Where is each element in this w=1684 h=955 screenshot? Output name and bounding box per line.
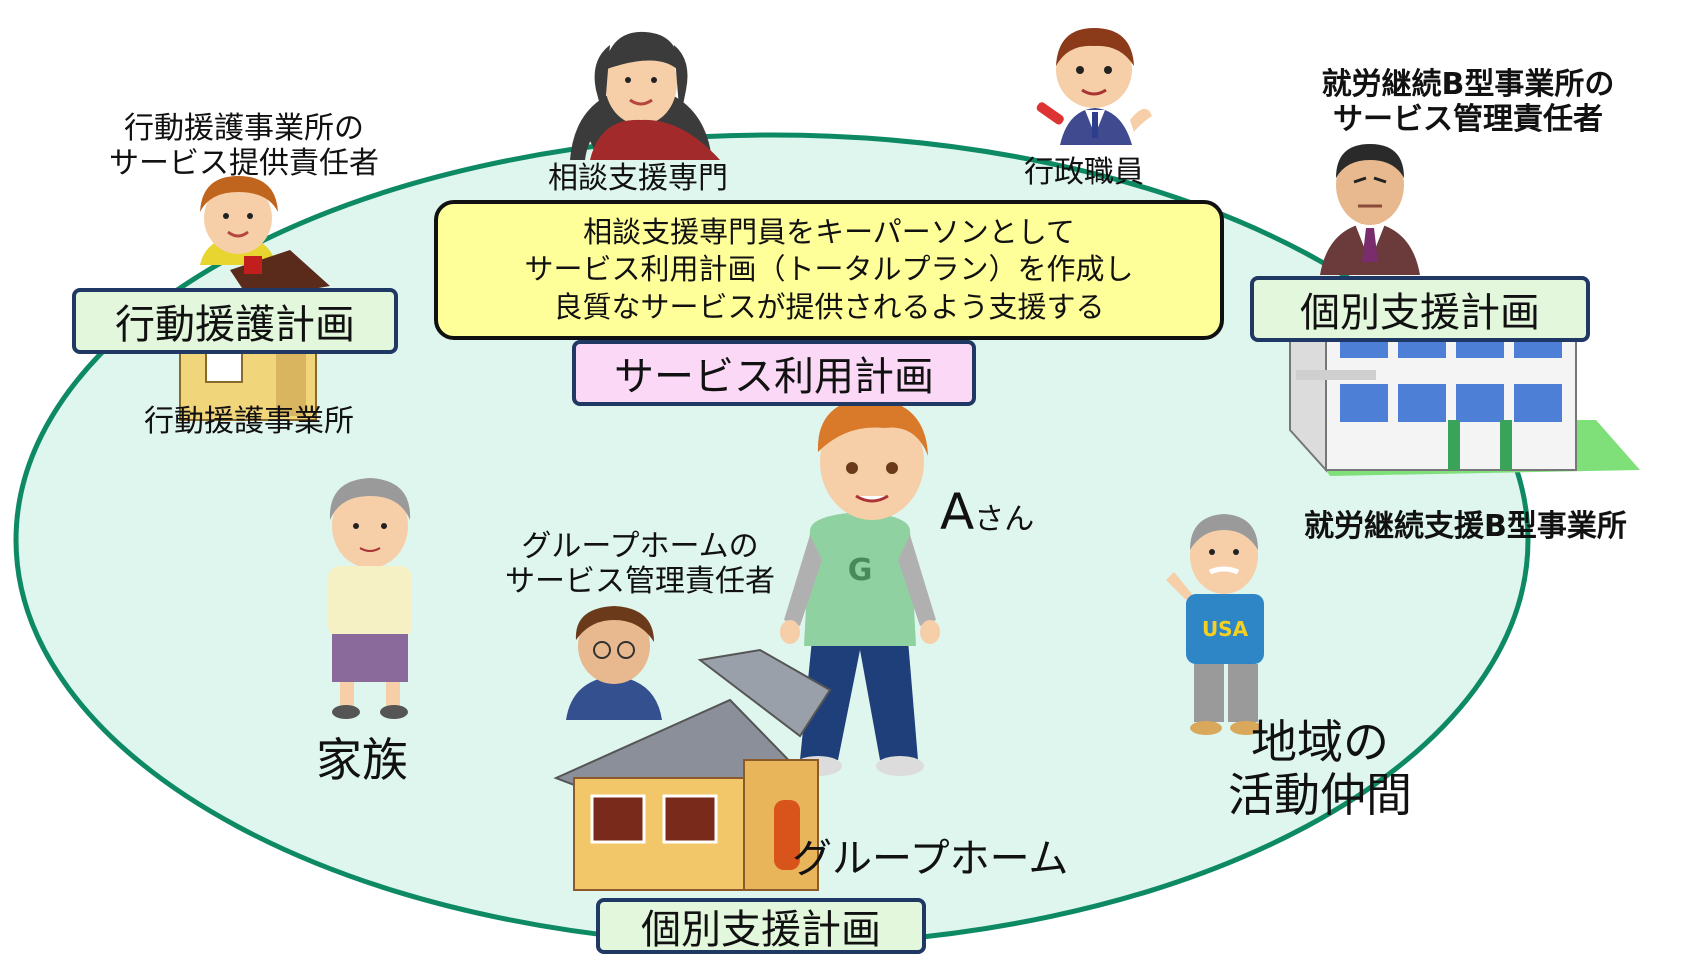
young-woman-icon — [200, 176, 278, 265]
family-label: 家族 — [316, 733, 408, 787]
individual-support-plan-top-box: 個別支援計画 — [1250, 276, 1590, 342]
service-use-plan-box: サービス利用計画 — [572, 340, 976, 406]
group-home-manager-label: グループホームの サービス管理責任者 — [505, 529, 775, 599]
employment-b-office-label: 就労継続支援B型事業所 — [1304, 509, 1627, 544]
person-a-letter: A — [940, 483, 975, 541]
summary-line-1: 相談支援専門員をキーパーソンとして — [583, 215, 1075, 250]
svg-text:USA: USA — [1202, 617, 1249, 641]
behavior-support-plan-label: 行動援護計画 — [115, 302, 355, 348]
employment-b-manager-label: 就労継続B型事業所の サービス管理責任者 — [1321, 67, 1615, 137]
summary-line-2: サービス利用計画（トータルプラン）を作成し — [524, 252, 1134, 287]
community-peers-label: 地域の 活動仲間 — [1228, 715, 1412, 822]
individual-support-plan-top-label: 個別支援計画 — [1300, 290, 1540, 336]
behavior-support-staff-label: 行動援護事業所の サービス提供責任者 — [109, 111, 379, 181]
individual-support-plan-bottom-box: 個別支援計画 — [596, 898, 926, 954]
svg-text:G: G — [848, 553, 873, 588]
service-use-plan-label: サービス利用計画 — [614, 354, 934, 400]
person-a-label: Aさん — [940, 483, 1035, 542]
grandmother-icon — [328, 478, 412, 719]
elderly-woman-icon — [566, 606, 662, 720]
behavior-support-plan-box: 行動援護計画 — [72, 288, 398, 354]
group-home-label: グループホーム — [792, 836, 1069, 882]
consultation-specialist-label: 相談支援専門 — [548, 161, 728, 196]
consultant-woman-icon — [570, 31, 720, 160]
businessman-icon — [1320, 144, 1420, 275]
young-man-icon: G — [780, 398, 940, 776]
summary-line-3: 良質なサービスが提供されるよう支援する — [553, 289, 1105, 324]
person-a-suffix: さん — [974, 502, 1035, 537]
administrative-staff-label: 行政職員 — [1024, 155, 1144, 190]
official-man-icon — [1036, 28, 1152, 145]
old-man-icon: USA — [1166, 514, 1264, 735]
group-home-house-icon — [553, 648, 832, 891]
individual-support-plan-bottom-label: 個別支援計画 — [641, 907, 881, 953]
behavior-support-office-label: 行動援護事業所 — [144, 404, 354, 439]
summary-box: 相談支援専門員をキーパーソンとして サービス利用計画（トータルプラン）を作成し … — [434, 200, 1224, 340]
